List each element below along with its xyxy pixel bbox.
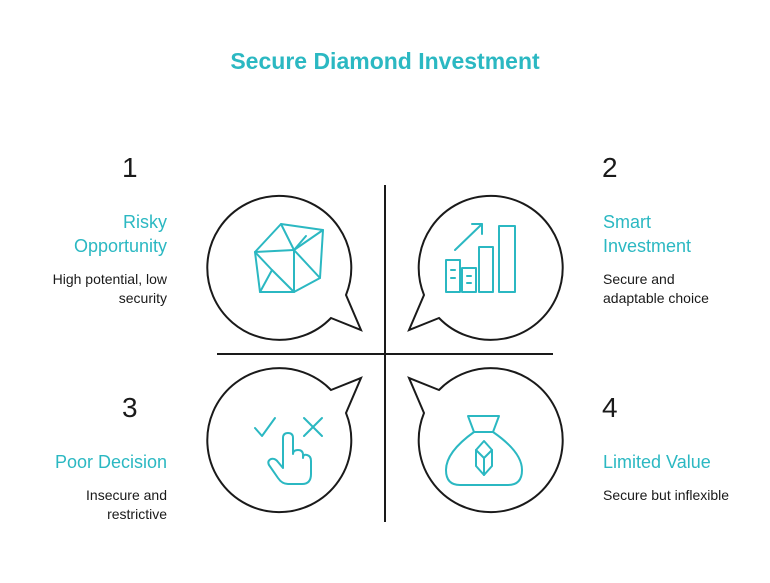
bubble-2 [407, 194, 564, 341]
quadrant-4-number: 4 [602, 392, 618, 423]
quadrant-1-desc-line: High potential, low [52, 271, 167, 287]
quadrant-2-desc-line: Secure and [603, 271, 675, 287]
diamond-icon [254, 223, 324, 293]
quadrant-1-desc-line: security [118, 290, 167, 306]
money-bag-gem-icon [445, 415, 523, 486]
quadrant-3-title: Poor Decision [55, 450, 167, 474]
quadrant-4-title-line: Limited Value [603, 452, 711, 472]
quadrant-1-title: Risky Opportunity [74, 210, 167, 258]
bubble-1 [206, 194, 363, 341]
quadrant-3-description: Insecure and restrictive [86, 486, 167, 524]
growth-chart-icon [445, 223, 516, 293]
bubble-3 [206, 367, 363, 514]
quadrant-4-title: Limited Value [603, 450, 711, 474]
bubble-4 [407, 367, 564, 514]
quadrant-1-title-line: Risky [123, 212, 167, 232]
quadrant-4-desc-line: Secure but inflexible [603, 487, 730, 503]
quadrant-2-title: Smart Investment [603, 210, 691, 258]
quadrant-1-number: 1 [122, 152, 138, 183]
diagram-title: Secure Diamond Investment [230, 48, 540, 74]
quadrant-2-desc-line: adaptable choice [603, 290, 709, 306]
quadrant-3-number: 3 [122, 392, 138, 423]
quadrant-3-desc-line: restrictive [107, 506, 167, 522]
quadrant-1-title-line: Opportunity [73, 236, 167, 256]
pointing-hand-icon [267, 432, 312, 485]
check-icon [254, 417, 276, 437]
quadrant-2-description: Secure and adaptable choice [603, 270, 709, 308]
quadrant-2-number: 2 [602, 152, 618, 183]
quadrant-1-description: High potential, low security [53, 270, 167, 308]
quadrant-2-title-line: Smart [603, 212, 652, 232]
quadrant-3-title-line: Poor Decision [54, 452, 167, 472]
hand-check-cross-icon [254, 417, 323, 485]
quadrant-3-desc-line: Insecure and [86, 487, 167, 503]
quadrant-4-description: Secure but inflexible [603, 486, 729, 505]
quadrant-2-title-line: Investment [603, 236, 692, 256]
